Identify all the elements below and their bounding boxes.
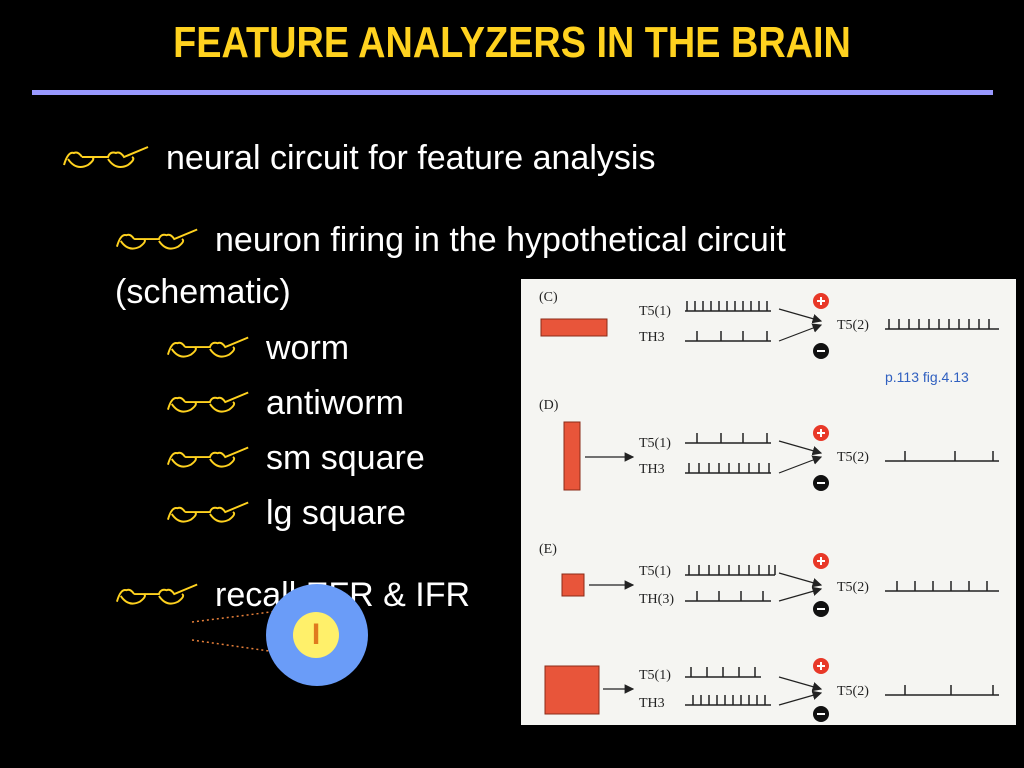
panel-label: (C) [539, 290, 558, 305]
bullet-antiworm: antiworm [166, 381, 404, 423]
eyeglasses-icon [166, 446, 249, 468]
spike-train-dense [685, 301, 771, 312]
spike-train-sparse [685, 331, 771, 342]
bullet-text: neural circuit for feature analysis [166, 139, 656, 178]
spike-train-output [885, 319, 999, 330]
spike-train-dense [685, 463, 771, 474]
small-square-stimulus [561, 573, 585, 597]
spike-train-output [885, 451, 999, 462]
bullet-lg-square: lg square [166, 491, 406, 533]
bullet-text: neuron firing in the hypothetical circui… [215, 221, 786, 260]
eyeglasses-icon [166, 391, 249, 413]
antiworm-stimulus [563, 421, 581, 491]
input1-label: T5(1) [639, 304, 671, 319]
bullet-worm: worm [166, 326, 349, 368]
spike-train-dense [685, 565, 776, 576]
figure-reference: p.113 fig.4.13 [885, 369, 969, 385]
spike-train-sparse [685, 591, 771, 602]
bullet-text: worm [266, 329, 350, 368]
worm-stimulus [540, 318, 608, 337]
title-divider [32, 90, 993, 95]
slide-title: FEATURE ANALYZERS IN THE BRAIN [173, 18, 851, 67]
panel-c: (C) T5(1) TH3 T5(2) [539, 290, 999, 359]
eyeglasses-icon [166, 501, 249, 523]
panel-d: (D) T5(1) TH3 T5(2) [539, 398, 999, 491]
circuit-diagram: (C) T5(1) TH3 T5(2) [539, 290, 999, 722]
panel-label: (E) [539, 542, 557, 557]
panel-f: T5(1) TH3 T5(2) [544, 658, 999, 722]
input1-label: T5(1) [639, 564, 671, 579]
neural-circuit-figure: (C) T5(1) TH3 T5(2) [521, 279, 1016, 725]
bullet-text: sm square [266, 439, 425, 478]
input2-label: TH3 [639, 696, 665, 711]
spike-train-output [885, 581, 999, 592]
eyeglasses-icon [166, 336, 249, 358]
eyeglasses-icon [115, 583, 198, 605]
output-label: T5(2) [837, 684, 869, 699]
panel-label: (D) [539, 398, 559, 413]
spike-train-sparse [685, 433, 771, 444]
bullet-sm-square: sm square [166, 436, 425, 478]
input2-label: TH3 [639, 330, 665, 345]
input2-label: TH3 [639, 462, 665, 477]
spike-train-sparse [685, 667, 761, 678]
panel-e: (E) T5(1) TH(3) T5(2) [539, 542, 999, 617]
bullet-neural-circuit: neural circuit for feature analysis [62, 136, 655, 178]
eyeglasses-icon [63, 146, 149, 168]
spike-train-output [885, 685, 999, 696]
bullet-neuron-firing-cont: (schematic) [115, 273, 291, 311]
large-square-stimulus [544, 665, 600, 715]
info-callout-letter[interactable]: I [293, 612, 339, 658]
input1-label: T5(1) [639, 668, 671, 683]
spike-train-dense [685, 695, 771, 706]
output-label: T5(2) [837, 450, 869, 465]
bullet-neuron-firing: neuron firing in the hypothetical circui… [115, 218, 786, 260]
bullet-text: lg square [266, 494, 406, 533]
bullet-text: antiworm [266, 384, 404, 423]
input2-label: TH(3) [639, 592, 674, 607]
input1-label: T5(1) [639, 436, 671, 451]
output-label: T5(2) [837, 580, 869, 595]
output-label: T5(2) [837, 318, 869, 333]
eyeglasses-icon [115, 228, 198, 250]
